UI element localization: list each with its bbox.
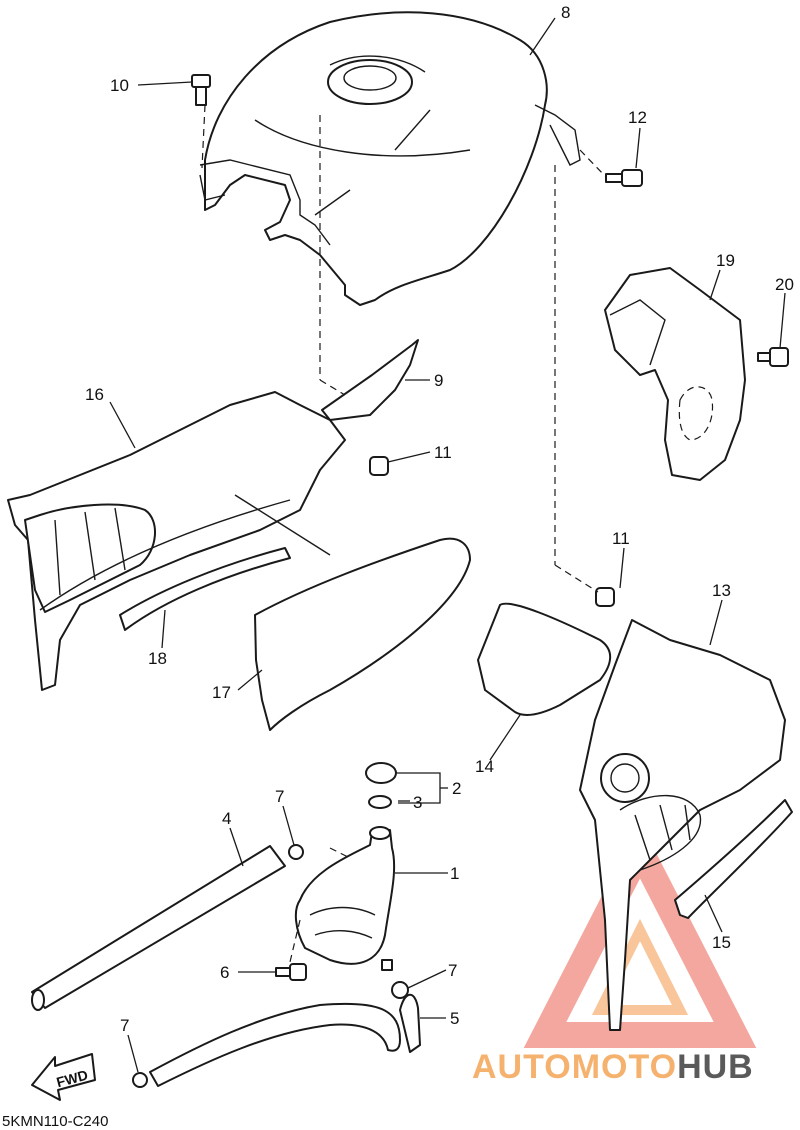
callout-4: 4 [222, 809, 231, 828]
callout-1: 1 [450, 864, 459, 883]
clip-part-7-lower[interactable] [132, 1072, 148, 1088]
callout-11-upper: 11 [434, 443, 452, 462]
callout-2: 2 [452, 779, 461, 798]
callout-labels: 1 2 3 4 5 6 7 7 7 8 9 10 11 11 12 13 14 … [85, 3, 794, 1035]
decal-part-17[interactable] [254, 537, 471, 731]
callout-16: 16 [85, 385, 104, 404]
callout-19: 19 [716, 251, 735, 270]
bolt-part-12[interactable] [605, 169, 643, 187]
cap-part-2[interactable] [365, 762, 397, 784]
side-cover-part-13[interactable] [579, 619, 786, 1031]
bolt-part-20[interactable] [757, 347, 789, 367]
clip-part-7-upper[interactable] [288, 844, 304, 860]
reservoir-tank-part-1[interactable] [294, 826, 396, 971]
callout-10: 10 [110, 76, 129, 95]
hose-part-5[interactable] [149, 993, 421, 1087]
callout-7-lower: 7 [120, 1016, 129, 1035]
callout-6: 6 [220, 963, 229, 982]
strip-part-18[interactable] [119, 547, 291, 631]
hose-part-4[interactable] [31, 845, 286, 1011]
callout-3: 3 [413, 793, 422, 812]
diagram-code: 5KMN110-C240 [2, 1113, 108, 1130]
watermark-brand-part1: AUTOMOTO [472, 1048, 677, 1086]
forward-direction-arrow-icon: FWD [31, 1053, 96, 1101]
side-cover-part-16[interactable] [7, 391, 346, 691]
clip-part-7-right[interactable] [391, 981, 409, 999]
callout-8: 8 [561, 3, 570, 22]
bolt-part-6[interactable] [275, 963, 307, 981]
callout-18: 18 [148, 649, 167, 668]
callout-13: 13 [712, 581, 731, 600]
seal-part-3[interactable] [368, 795, 392, 809]
decal-part-14[interactable] [477, 602, 612, 717]
air-duct-part-19[interactable] [604, 267, 746, 481]
callout-20: 20 [775, 275, 794, 294]
grommet-part-11-upper[interactable] [369, 456, 389, 476]
watermark-brand-part2: HUB [677, 1048, 754, 1086]
callout-7-right: 7 [448, 961, 457, 980]
callout-15: 15 [712, 933, 731, 952]
assembly-lines [201, 104, 606, 963]
fuel-tank-part-8[interactable] [199, 11, 581, 306]
grommet-part-11-lower[interactable] [595, 587, 615, 607]
watermark-brand: AUTOMOTOHUB [472, 1048, 754, 1086]
bolt-part-10[interactable] [191, 74, 211, 106]
panel-part-9[interactable] [321, 339, 419, 421]
fwd-label: FWD [55, 1067, 90, 1091]
callout-9: 9 [434, 371, 443, 390]
svg-text:AUTOMOTOHUB: AUTOMOTOHUB [472, 1048, 754, 1086]
callout-17: 17 [212, 683, 231, 702]
callout-7-upper: 7 [275, 787, 284, 806]
callout-11-lower: 11 [612, 529, 630, 548]
callout-14: 14 [475, 757, 494, 776]
callout-5: 5 [450, 1009, 459, 1028]
leader-lines [109, 17, 786, 1073]
callout-12: 12 [628, 108, 647, 127]
